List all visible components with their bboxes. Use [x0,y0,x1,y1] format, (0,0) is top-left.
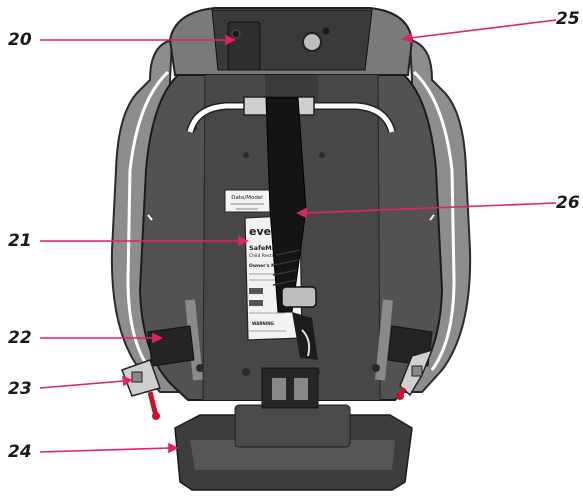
callout-23: 23 [8,379,32,399]
callout-22: 22 [8,328,32,348]
svg-text:Child Restr: Child Restr [249,253,274,259]
tether-strap [265,97,318,360]
date-model-label: Date/Model [224,189,271,213]
headrest [168,7,414,76]
callout-leaders [39,19,557,454]
callout-20: 20 [8,30,32,50]
callout-25: 25 [556,9,580,29]
latch-connector-right [396,348,434,400]
svg-text:WARNING: WARNING [252,321,274,326]
svg-text:Date/Model: Date/Model [231,195,263,201]
svg-text:SafeMax: SafeMax [249,244,281,252]
callout-21: 21 [8,231,32,251]
callout-24: 24 [8,442,32,462]
svg-text:Owner's Manu: Owner's Manu [249,263,285,269]
callout-26: 26 [556,193,580,213]
seat-base [174,404,413,491]
latch-connector-left [121,359,161,420]
belt-path-opening [147,325,433,409]
